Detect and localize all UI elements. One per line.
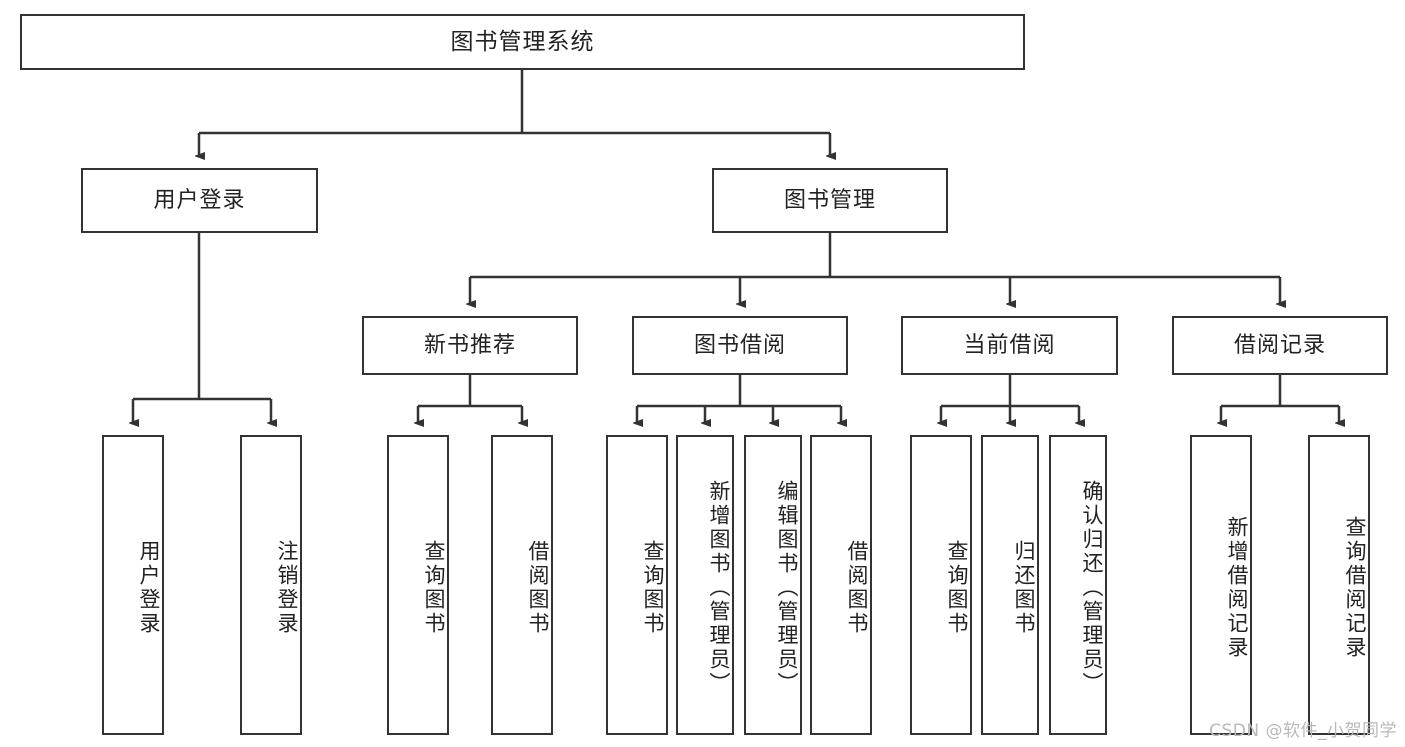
node-label: 图书管理	[783, 187, 876, 213]
node-user-login[interactable]: 用户登录	[81, 168, 318, 233]
node-label: 用户登录	[137, 540, 161, 636]
node-leaf-add-book-admin[interactable]: 新增图书（管理员）	[676, 435, 734, 735]
node-label: 查询图书	[945, 540, 969, 636]
node-leaf-edit-book-admin[interactable]: 编辑图书（管理员）	[744, 435, 802, 735]
node-label: 确认归还（管理员）	[1080, 480, 1104, 696]
node-label: 查询图书	[422, 540, 446, 636]
node-leaf-query-book-borrow[interactable]: 查询图书	[606, 435, 668, 735]
node-label: 借阅图书	[845, 540, 869, 636]
node-label: 图书管理系统	[450, 28, 595, 55]
node-leaf-query-book-recommend[interactable]: 查询图书	[387, 435, 449, 735]
node-book-borrow[interactable]: 图书借阅	[632, 316, 848, 375]
node-label: 当前借阅	[963, 332, 1056, 358]
node-borrow-record[interactable]: 借阅记录	[1172, 316, 1388, 375]
node-leaf-return-book[interactable]: 归还图书	[981, 435, 1039, 735]
node-label: 新增借阅记录	[1225, 516, 1249, 660]
node-label: 查询图书	[641, 540, 665, 636]
node-label: 编辑图书（管理员）	[775, 480, 799, 696]
node-label: 图书借阅	[693, 332, 786, 358]
node-label: 新书推荐	[423, 332, 516, 358]
node-leaf-query-book-current[interactable]: 查询图书	[910, 435, 972, 735]
node-leaf-borrow-book[interactable]: 借阅图书	[810, 435, 872, 735]
watermark: CSDN @软件_小贺同学	[1209, 721, 1397, 741]
node-leaf-user-login[interactable]: 用户登录	[102, 435, 164, 735]
node-label: 借阅记录	[1233, 332, 1326, 358]
node-label: 借阅图书	[526, 540, 550, 636]
node-leaf-query-borrow-record[interactable]: 查询借阅记录	[1308, 435, 1370, 735]
node-label: 注销登录	[275, 540, 299, 636]
node-leaf-logout[interactable]: 注销登录	[240, 435, 302, 735]
node-book-management[interactable]: 图书管理	[712, 168, 948, 233]
node-leaf-borrow-book-recommend[interactable]: 借阅图书	[491, 435, 553, 735]
node-root-book-management-system[interactable]: 图书管理系统	[20, 14, 1025, 70]
node-label: 查询借阅记录	[1343, 516, 1367, 660]
node-leaf-confirm-return-admin[interactable]: 确认归还（管理员）	[1049, 435, 1107, 735]
node-label: 新增图书（管理员）	[707, 480, 731, 696]
node-label: 用户登录	[153, 187, 246, 213]
node-new-book-recommend[interactable]: 新书推荐	[362, 316, 578, 375]
node-current-borrow[interactable]: 当前借阅	[901, 316, 1118, 375]
node-leaf-add-borrow-record[interactable]: 新增借阅记录	[1190, 435, 1252, 735]
node-label: 归还图书	[1012, 540, 1036, 636]
